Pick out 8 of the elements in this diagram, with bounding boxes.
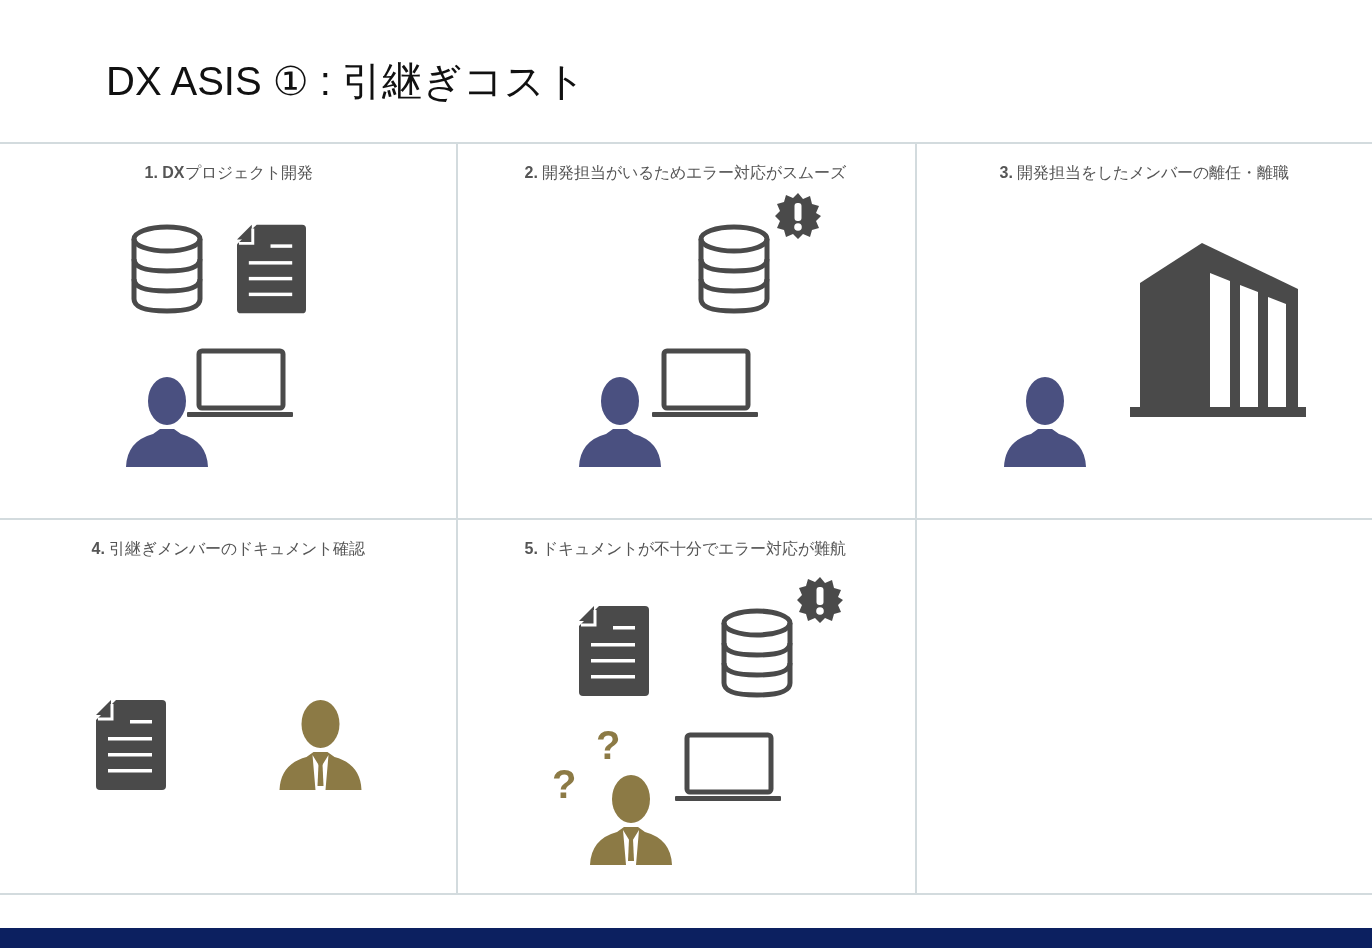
panel-heading: 3. 開発担当をしたメンバーの離任・離職 — [998, 163, 1291, 183]
question-mark: ? — [596, 725, 621, 765]
panel-heading: 5. ドキュメントが不十分でエラー対応が難航 — [523, 539, 848, 559]
panel-heading: 4. 引継ぎメンバーのドキュメント確認 — [90, 539, 367, 559]
page-title: DX ASIS ① : 引継ぎコスト — [106, 58, 586, 105]
panel-heading: 2. 開発担当がいるためエラー対応がスムーズ — [523, 163, 848, 183]
panel-heading: 1. DXプロジェクト開発 — [143, 163, 314, 183]
question-mark: ? — [552, 764, 577, 804]
